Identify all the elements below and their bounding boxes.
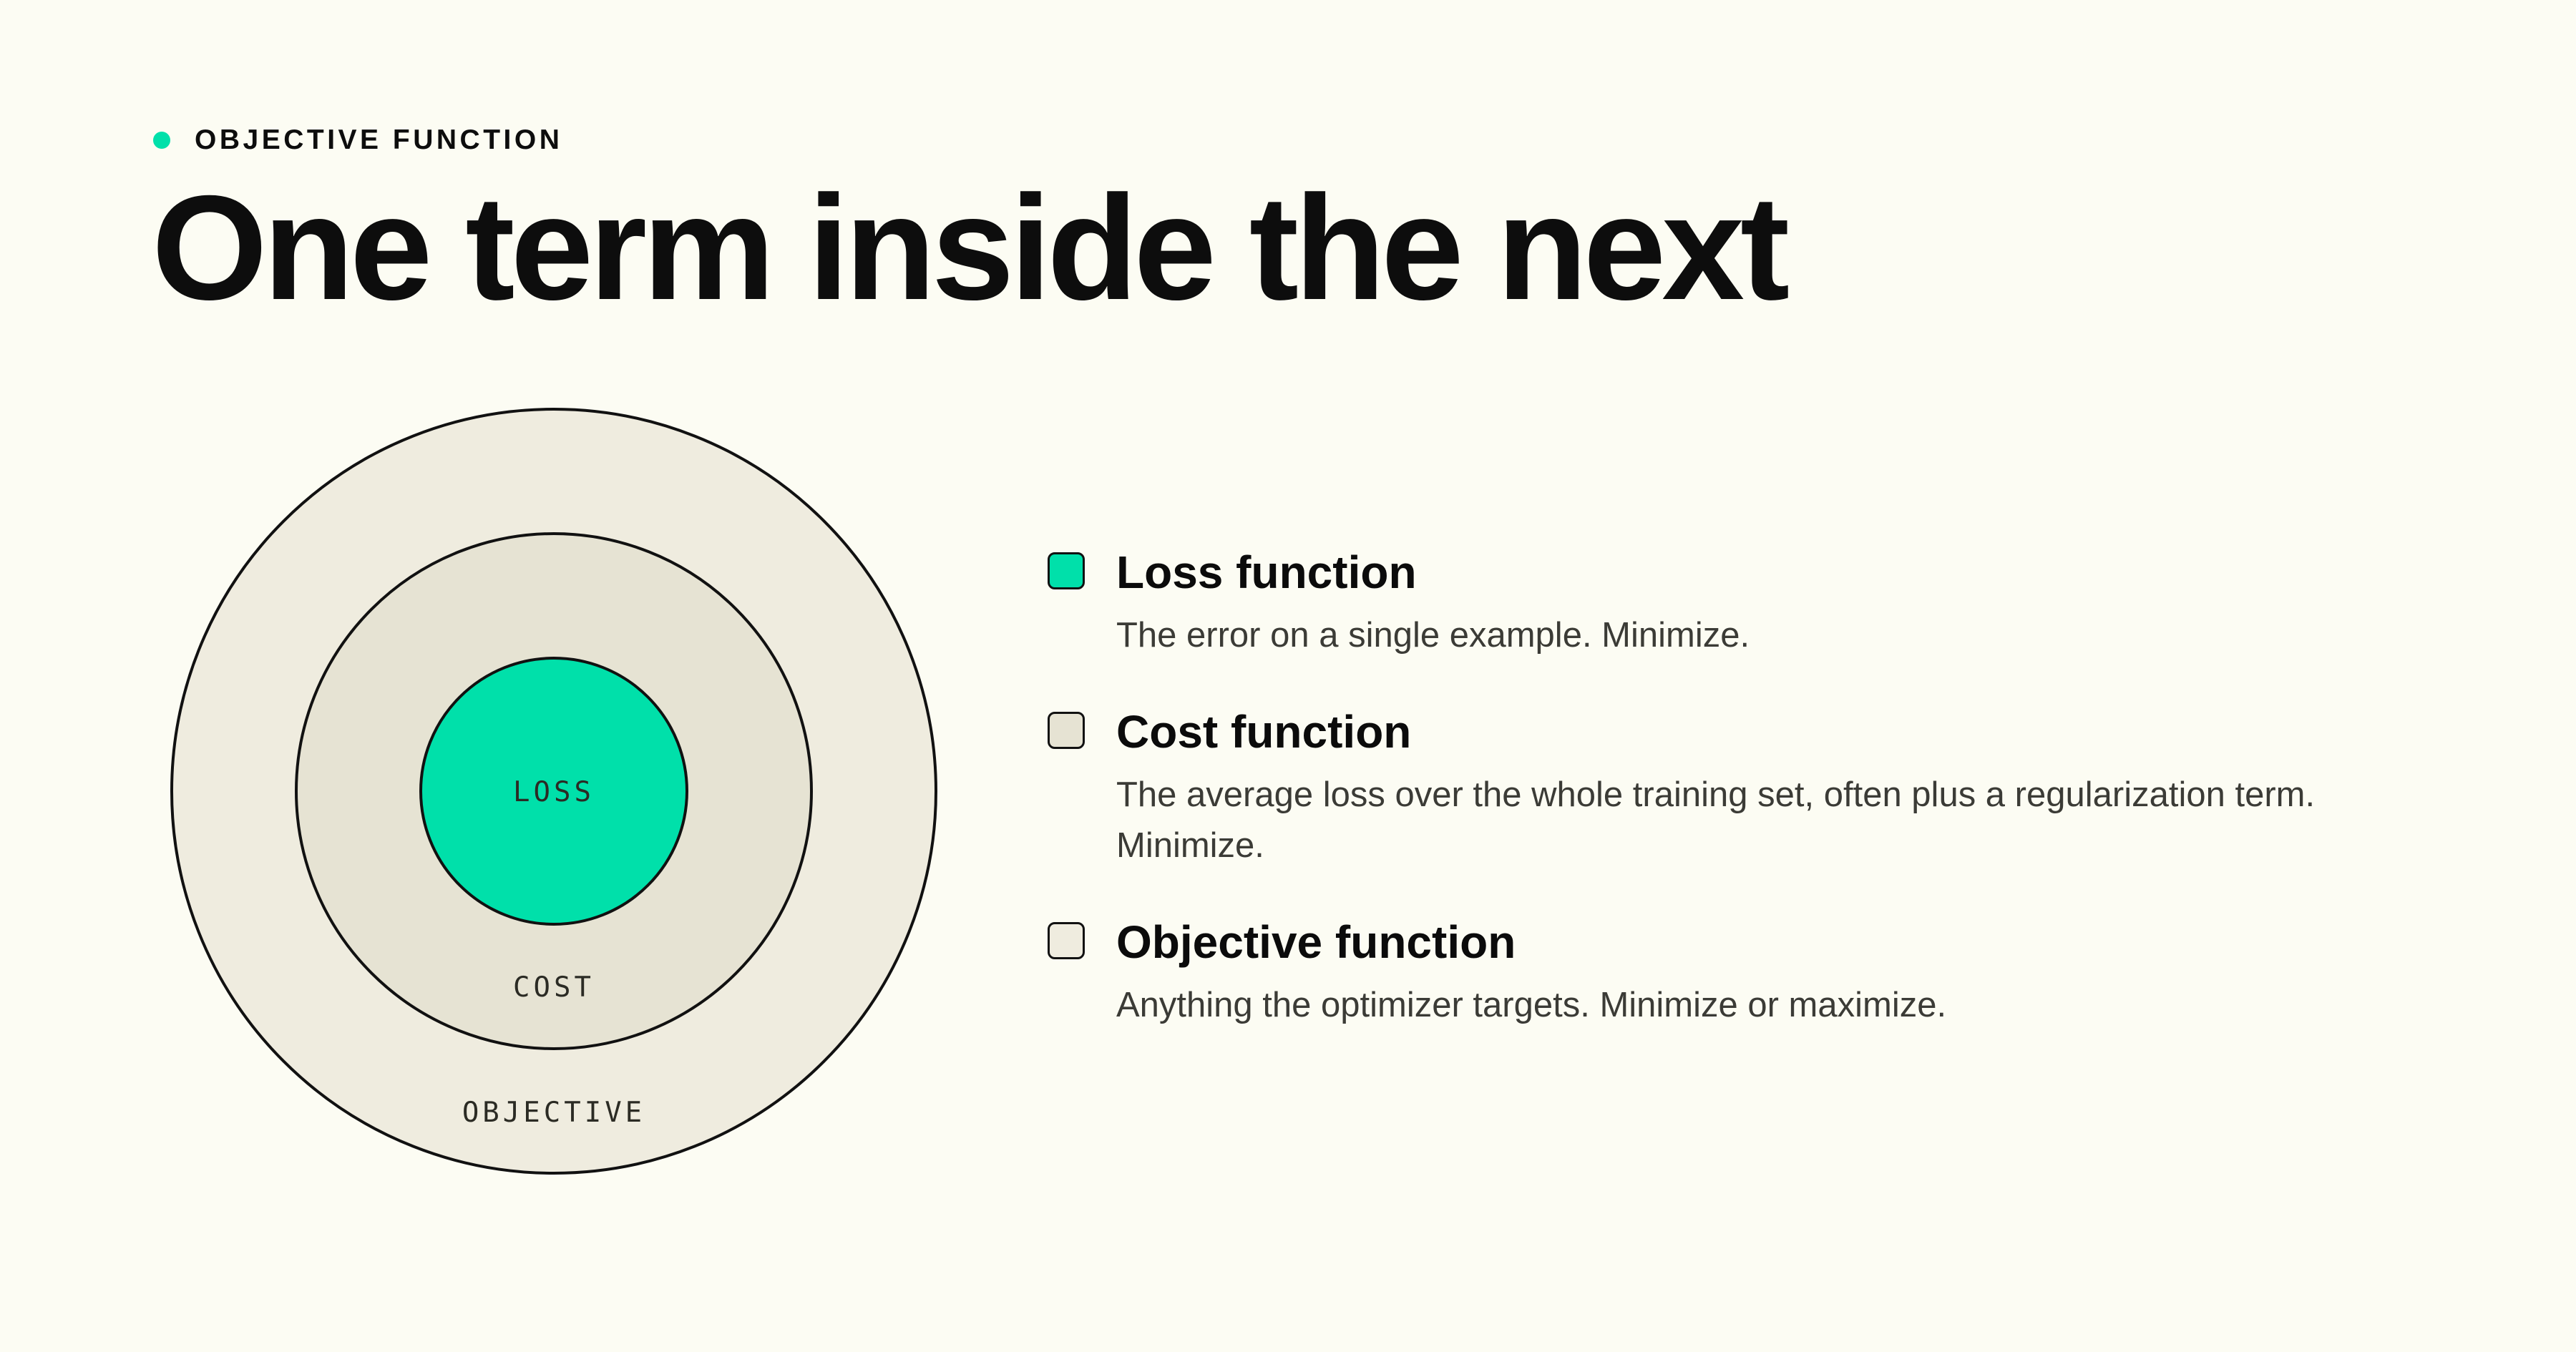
eyebrow: OBJECTIVE FUNCTION xyxy=(153,124,562,156)
legend-item-description: The error on a single example. Minimize. xyxy=(1116,615,1750,655)
cost-ring-label: COST xyxy=(513,971,595,1004)
loss-ring-label: LOSS xyxy=(513,776,595,808)
legend-item-loss: Loss function The error on a single exam… xyxy=(1045,545,2404,660)
legend-item-title: Loss function xyxy=(1116,547,1417,598)
loss-ring xyxy=(419,657,688,926)
legend-item-title: Objective function xyxy=(1116,916,1516,969)
objective-ring-label: OBJECTIVE xyxy=(462,1097,645,1129)
legend-item-cost: Cost function The average loss over the … xyxy=(1045,705,2404,871)
legend-item-description: Anything the optimizer targets. Minimize… xyxy=(1116,986,1947,1025)
legend-item-description: The average loss over the whole training… xyxy=(1116,775,2316,865)
page-title: One term inside the next xyxy=(152,165,1790,331)
legend-item-objective: Objective function Anything the optimize… xyxy=(1045,915,2404,1030)
loss-swatch-icon xyxy=(1048,552,1085,589)
objective-swatch-icon xyxy=(1048,922,1085,960)
eyebrow-text: OBJECTIVE FUNCTION xyxy=(195,124,563,155)
legend-item-title: Cost function xyxy=(1116,706,1412,758)
legend: Loss function The error on a single exam… xyxy=(1045,545,2404,1031)
eyebrow-dot-icon xyxy=(153,132,170,149)
cost-swatch-icon xyxy=(1048,712,1085,750)
nested-circles-diagram: LOSS COST OBJECTIVE xyxy=(170,408,937,1175)
